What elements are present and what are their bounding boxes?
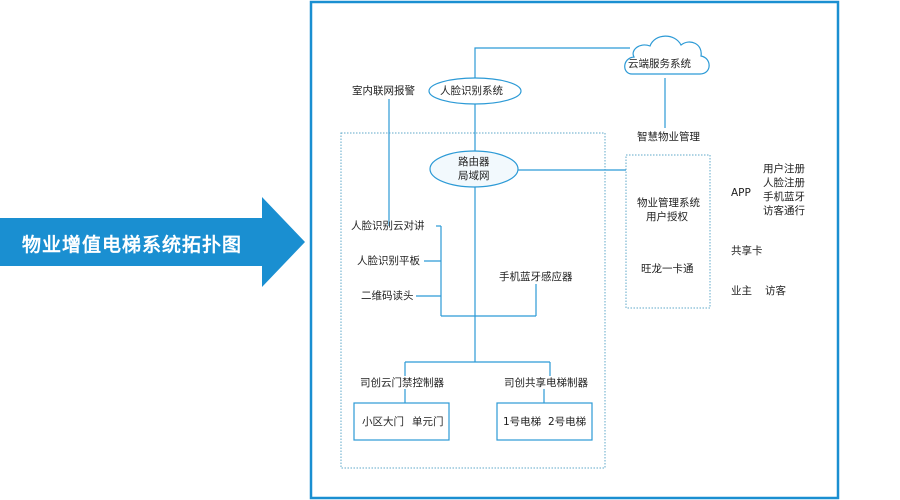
router-ellipse <box>429 150 519 188</box>
outer-frame <box>309 0 840 500</box>
app-feature-face-register: 人脸注册 <box>763 177 805 189</box>
shared-card-label: 共享卡 <box>731 245 763 257</box>
access-controller-label: 司创云门禁控制器 <box>360 377 444 389</box>
gate-unit-label: 单元门 <box>412 416 444 428</box>
user-auth-label: 用户授权 <box>646 211 688 223</box>
app-feature-visitor-access: 访客通行 <box>763 205 805 217</box>
gates-box <box>353 402 450 441</box>
face-system-ellipse <box>428 77 522 105</box>
management-zone-box <box>625 154 711 309</box>
elevator-2-label: 2号电梯 <box>548 416 587 428</box>
wanglong-card-label: 旺龙一卡通 <box>641 263 694 275</box>
qr-reader-label: 二维码读头 <box>361 290 414 302</box>
smart-property-label: 智慧物业管理 <box>637 131 700 143</box>
title-arrow-banner <box>0 197 305 287</box>
lan-zone-box <box>340 132 606 469</box>
gate-main-label: 小区大门 <box>362 416 404 428</box>
lan-label: 局域网 <box>458 170 490 182</box>
elevator-1-label: 1号电梯 <box>503 416 542 428</box>
app-feature-user-register: 用户注册 <box>763 163 805 175</box>
elevator-controller-label: 司创共享电梯制器 <box>504 377 588 389</box>
mgmt-system-label: 物业管理系统 <box>637 197 700 209</box>
bluetooth-sensor-label: 手机蓝牙感应器 <box>499 271 573 283</box>
connector-lines <box>388 47 666 403</box>
face-intercom-label: 人脸识别云对讲 <box>351 220 425 232</box>
router-label: 路由器 <box>458 156 490 168</box>
face-system-label: 人脸识别系统 <box>440 85 503 97</box>
link-face-system-to-cloud <box>474 47 630 80</box>
indoor-alarm-label: 室内联网报警 <box>352 85 415 97</box>
diagram-title: 物业增值电梯系统拓扑图 <box>22 234 243 256</box>
elevators-box <box>496 402 593 441</box>
face-tablet-label: 人脸识别平板 <box>357 255 420 267</box>
app-feature-bluetooth: 手机蓝牙 <box>763 191 805 203</box>
app-label: APP <box>731 187 751 199</box>
visitor-label: 访客 <box>765 285 786 297</box>
cloud-shape <box>624 35 710 75</box>
cloud-label: 云端服务系统 <box>628 58 691 70</box>
owner-label: 业主 <box>731 285 752 297</box>
